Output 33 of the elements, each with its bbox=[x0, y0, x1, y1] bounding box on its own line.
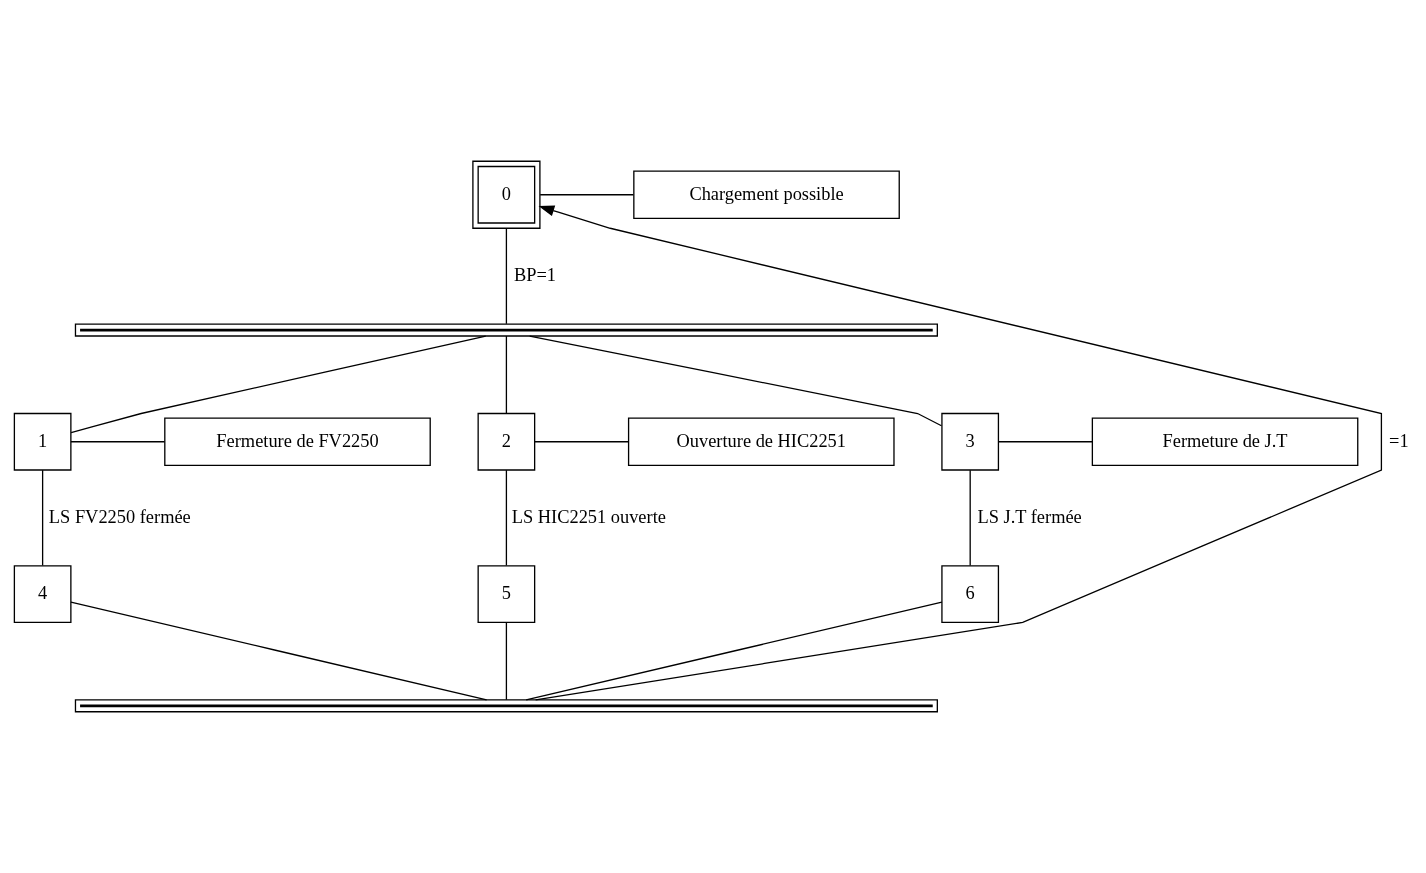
edge-label: LS J.T fermée bbox=[977, 506, 1082, 527]
node-box: 6 bbox=[941, 565, 1000, 624]
node-box: 0 bbox=[472, 160, 541, 229]
node-box: Ouverture de HIC2251 bbox=[627, 417, 895, 467]
edge-label: LS FV2250 fermée bbox=[48, 506, 191, 527]
connector bbox=[539, 194, 635, 196]
node-box: Chargement possible bbox=[633, 170, 900, 220]
node-box: 3 bbox=[941, 412, 1000, 471]
connector bbox=[70, 601, 488, 701]
connector bbox=[505, 227, 508, 325]
node-box: 1 bbox=[13, 412, 72, 471]
connector bbox=[505, 335, 508, 415]
edge-label: BP=1 bbox=[513, 265, 556, 286]
connector bbox=[529, 335, 943, 427]
node-box: Fermeture de J.T bbox=[1091, 417, 1359, 467]
node-bar bbox=[74, 323, 938, 337]
connector bbox=[534, 441, 630, 443]
node-box: 5 bbox=[477, 565, 536, 624]
connector bbox=[525, 601, 943, 701]
connector bbox=[505, 469, 508, 567]
connector bbox=[41, 469, 44, 567]
node-box: Fermeture de FV2250 bbox=[164, 417, 431, 467]
edge-label: LS HIC2251 ouverte bbox=[511, 506, 666, 527]
connector bbox=[969, 469, 971, 567]
connector bbox=[505, 621, 508, 701]
arrow bbox=[535, 205, 1383, 701]
edge-label: =1 bbox=[1389, 430, 1409, 451]
connector bbox=[70, 441, 166, 443]
connector bbox=[70, 335, 487, 434]
node-box: 2 bbox=[477, 412, 536, 471]
node-bar bbox=[74, 699, 938, 713]
connector bbox=[997, 441, 1093, 443]
node-box: 4 bbox=[13, 565, 72, 624]
